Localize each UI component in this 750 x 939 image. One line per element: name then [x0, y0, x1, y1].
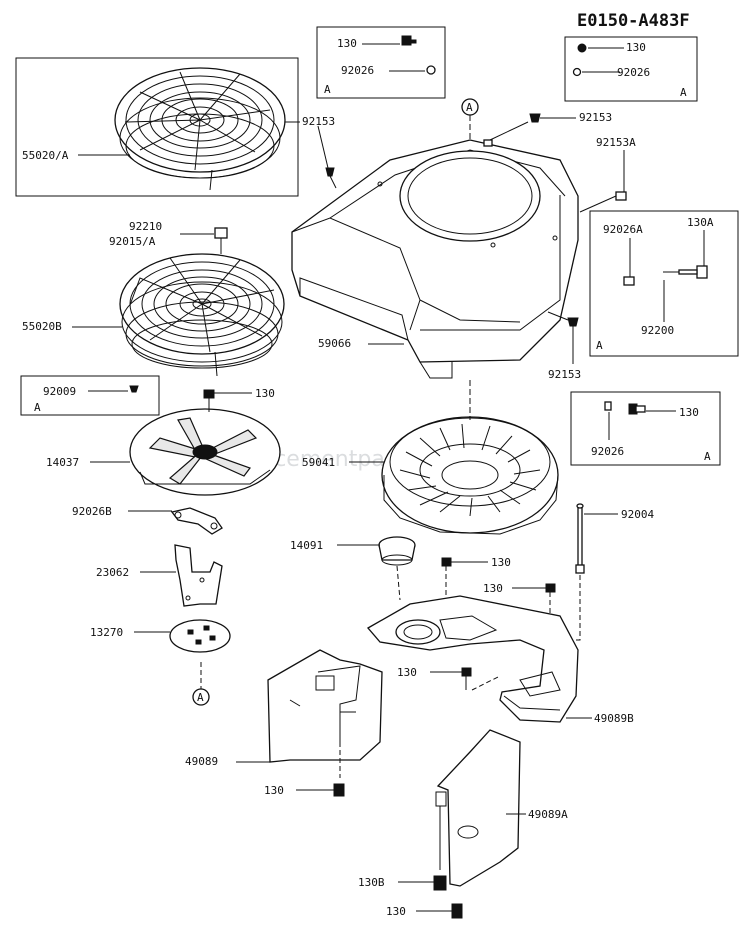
label-14091: 14091 — [290, 539, 323, 552]
fan-screen-55020b — [119, 253, 285, 377]
label-130: 130 — [626, 41, 646, 54]
label-92009: 92009 — [43, 385, 76, 398]
spacer-icon — [604, 401, 612, 411]
label-130a: 130A — [687, 216, 714, 229]
bracket-92026b — [170, 507, 223, 535]
inset-hardware-box-3: 92026A 130A 92200 A — [589, 210, 739, 357]
label-49089a: 49089A — [528, 808, 568, 821]
label-130: 130 — [397, 666, 417, 679]
plate-13270 — [169, 619, 231, 653]
reference-marker-a-bottom: A — [192, 662, 210, 706]
fan-screen-guard — [114, 67, 286, 191]
cup-14091 — [378, 536, 416, 566]
bolt-icon — [401, 35, 417, 46]
label-23062: 23062 — [96, 566, 129, 579]
label-49089b: 49089B — [594, 712, 634, 725]
svg-text:A: A — [197, 691, 204, 704]
washer-icon — [572, 67, 582, 77]
inset-hardware-box-5: 92026 130 A — [570, 391, 721, 466]
bolt-130-bottom — [333, 783, 345, 797]
bolt-130-fan — [203, 389, 215, 412]
inset-hardware-box-1: 130 92026 A — [316, 26, 446, 99]
inset-fan-screen-box: 55020/A 92153 — [15, 57, 335, 197]
nut-92210 — [214, 227, 228, 254]
label-92210: 92210 — [129, 220, 162, 233]
screw-icon — [129, 385, 139, 393]
rod-92004 — [575, 503, 585, 574]
ref-marker: A — [596, 339, 603, 352]
label-92026: 92026 — [341, 64, 374, 77]
svg-text:A: A — [466, 101, 473, 114]
ref-marker: A — [704, 450, 711, 463]
label-130: 130 — [264, 784, 284, 797]
label-55020-a: 55020/A — [22, 149, 69, 162]
inset-hardware-box-4: 92009 A — [20, 375, 160, 416]
label-49089: 49089 — [185, 755, 218, 768]
bolt-head-icon — [577, 43, 587, 53]
spacer-icon — [623, 276, 635, 286]
label-92153a: 92153A — [596, 136, 636, 149]
label-130b: 130B — [358, 876, 385, 889]
label-92004: 92004 — [621, 508, 654, 521]
shroud-49089 — [267, 649, 383, 763]
bolt-130-mid — [441, 557, 452, 596]
ref-marker: A — [324, 83, 331, 96]
reference-marker-a-top: A — [461, 98, 479, 140]
label-130: 130 — [483, 582, 503, 595]
bolt-130b — [433, 875, 447, 891]
bolt-icon — [663, 265, 708, 279]
bracket-23062 — [174, 544, 223, 607]
inset-hardware-box-2: 130 92026 A — [564, 36, 698, 102]
label-92015-a: 92015/A — [109, 235, 156, 248]
label-59041: 59041 — [302, 456, 335, 469]
label-55020b: 55020B — [22, 320, 62, 333]
bolt-130-last — [451, 903, 463, 919]
label-92026: 92026 — [617, 66, 650, 79]
label-92200: 92200 — [641, 324, 674, 337]
label-92153: 92153 — [302, 115, 335, 128]
ref-marker: A — [34, 401, 41, 414]
shroud-49089a — [435, 729, 521, 887]
bolt-icon — [628, 403, 646, 415]
bolt-130-lower — [461, 667, 472, 690]
label-92026a: 92026A — [603, 223, 643, 236]
bolt-92153a — [579, 191, 627, 213]
label-13270: 13270 — [90, 626, 123, 639]
label-59066: 59066 — [318, 337, 351, 350]
label-130: 130 — [337, 37, 357, 50]
washer-icon — [426, 65, 436, 75]
fan-plate-14037 — [129, 408, 281, 496]
ref-marker: A — [680, 86, 687, 99]
label-130: 130 — [255, 387, 275, 400]
screw-92153-top-right — [529, 113, 541, 123]
flywheel-59041 — [381, 416, 559, 535]
diagram-code: E0150-A483F — [577, 11, 690, 31]
label-92026: 92026 — [591, 445, 624, 458]
label-130: 130 — [386, 905, 406, 918]
label-130: 130 — [491, 556, 511, 569]
shroud-49089b — [366, 595, 579, 723]
screw-92153-left — [325, 167, 337, 189]
label-14037: 14037 — [46, 456, 79, 469]
label-130: 130 — [679, 406, 699, 419]
label-92153: 92153 — [579, 111, 612, 124]
label-92153: 92153 — [548, 368, 581, 381]
blower-housing — [291, 139, 579, 379]
screw-92153-right-lower — [547, 311, 579, 327]
label-92026b: 92026B — [72, 505, 112, 518]
